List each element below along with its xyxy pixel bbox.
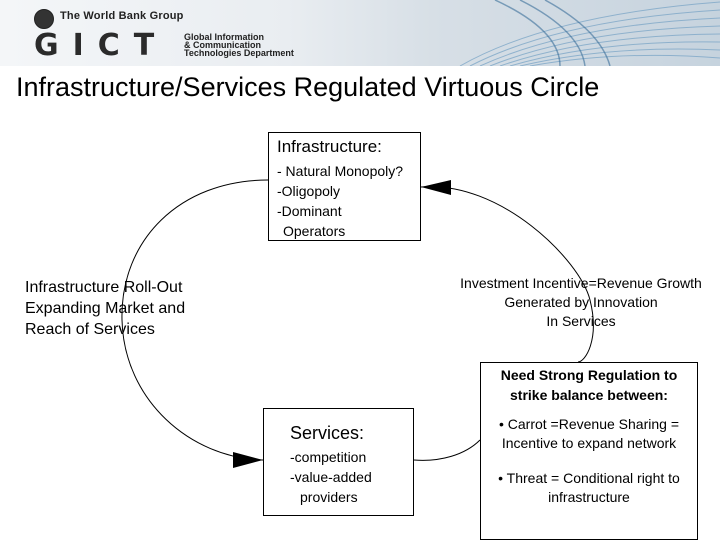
infrastructure-heading: Infrastructure: xyxy=(277,137,382,156)
infrastructure-line: - Natural Monopoly? xyxy=(277,163,404,179)
infrastructure-line: Operators xyxy=(283,223,346,239)
services-heading: Services: xyxy=(290,423,365,443)
regulation-carrot: • Carrot =Revenue Sharing = Incentive to… xyxy=(498,416,679,451)
slide-title: Infrastructure/Services Regulated Virtuo… xyxy=(16,72,600,102)
regulation-threat: • Threat = Conditional right to infrastr… xyxy=(498,470,680,505)
services-line: -competition xyxy=(290,449,367,465)
arrowhead-infrastructure-icon xyxy=(421,180,451,195)
services-line: providers xyxy=(300,489,358,505)
arrowhead-services-icon xyxy=(233,452,263,468)
services-box: Services: -competition -value-added prov… xyxy=(263,408,414,516)
left-arc xyxy=(121,179,269,461)
fiber-optic-graphic xyxy=(459,0,720,66)
brand-logo: GICT xyxy=(34,28,169,63)
services-line: -value-added xyxy=(290,469,372,485)
org-name: The World Bank Group xyxy=(60,10,184,22)
world-bank-globe-icon xyxy=(34,9,54,29)
brand-subtitle: Global Information & Communication Techn… xyxy=(184,32,294,58)
regulation-heading: Need Strong Regulation to strike balance… xyxy=(500,367,678,403)
header-banner: The World Bank Group GICT Global Informa… xyxy=(0,0,720,66)
regulation-box: Need Strong Regulation to strike balance… xyxy=(480,362,698,540)
infrastructure-line: -Oligopoly xyxy=(277,183,341,199)
left-cycle-label: Infrastructure Roll-Out Expanding Market… xyxy=(25,279,186,338)
right-arc-upper xyxy=(420,186,594,363)
infrastructure-line: -Dominant xyxy=(277,203,342,219)
right-cycle-label: Investment Incentive=Revenue Growth Gene… xyxy=(460,275,702,329)
infrastructure-box: Infrastructure: - Natural Monopoly? -Oli… xyxy=(268,132,421,241)
right-arc-lower xyxy=(413,439,481,461)
